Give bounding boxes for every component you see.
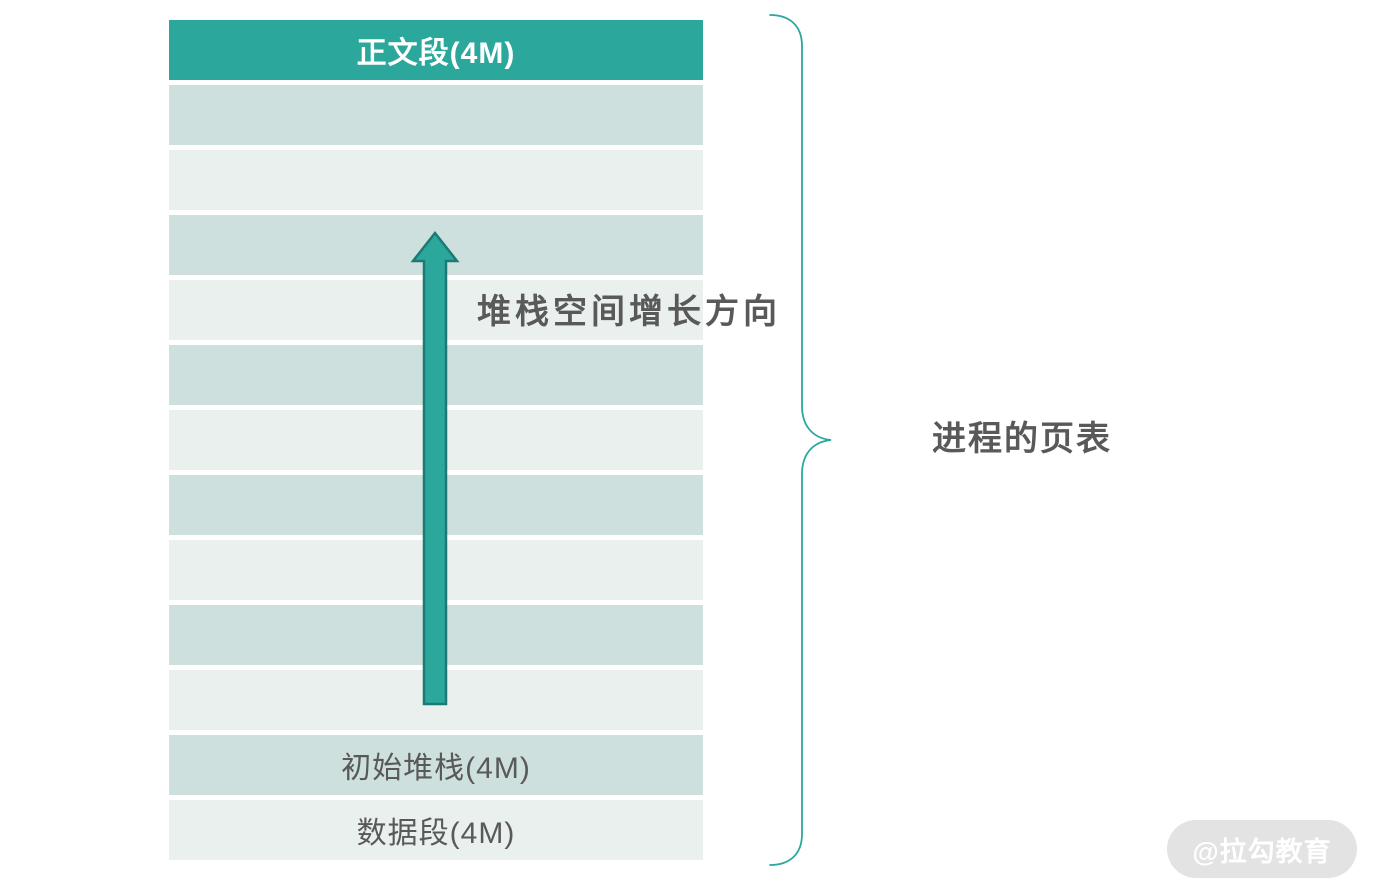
page-table-row	[169, 215, 703, 275]
watermark-text: @拉勾教育	[1192, 836, 1332, 867]
page-table-row	[169, 670, 703, 730]
page-table-brace-label: 进程的页表	[932, 420, 1112, 458]
page-table-row	[169, 410, 703, 470]
page-table-row-initial-stack: 初始堆栈(4M)	[169, 735, 703, 795]
page-table-row-data-segment: 数据段(4M)	[169, 800, 703, 860]
page-table-row	[169, 605, 703, 665]
page-table-row	[169, 475, 703, 535]
watermark-badge: @拉勾教育	[1167, 820, 1357, 878]
page-table-row	[169, 540, 703, 600]
page-table-brace	[769, 14, 832, 866]
page-table-row	[169, 345, 703, 405]
stack-growth-arrow-label: 堆栈空间增长方向	[477, 293, 781, 331]
page-table-row	[169, 85, 703, 145]
page-table: 正文段(4M) 初始堆栈(4M) 数据段(4M)	[169, 20, 703, 865]
page-table-row-text-segment: 正文段(4M)	[169, 20, 703, 80]
page-table-row	[169, 150, 703, 210]
